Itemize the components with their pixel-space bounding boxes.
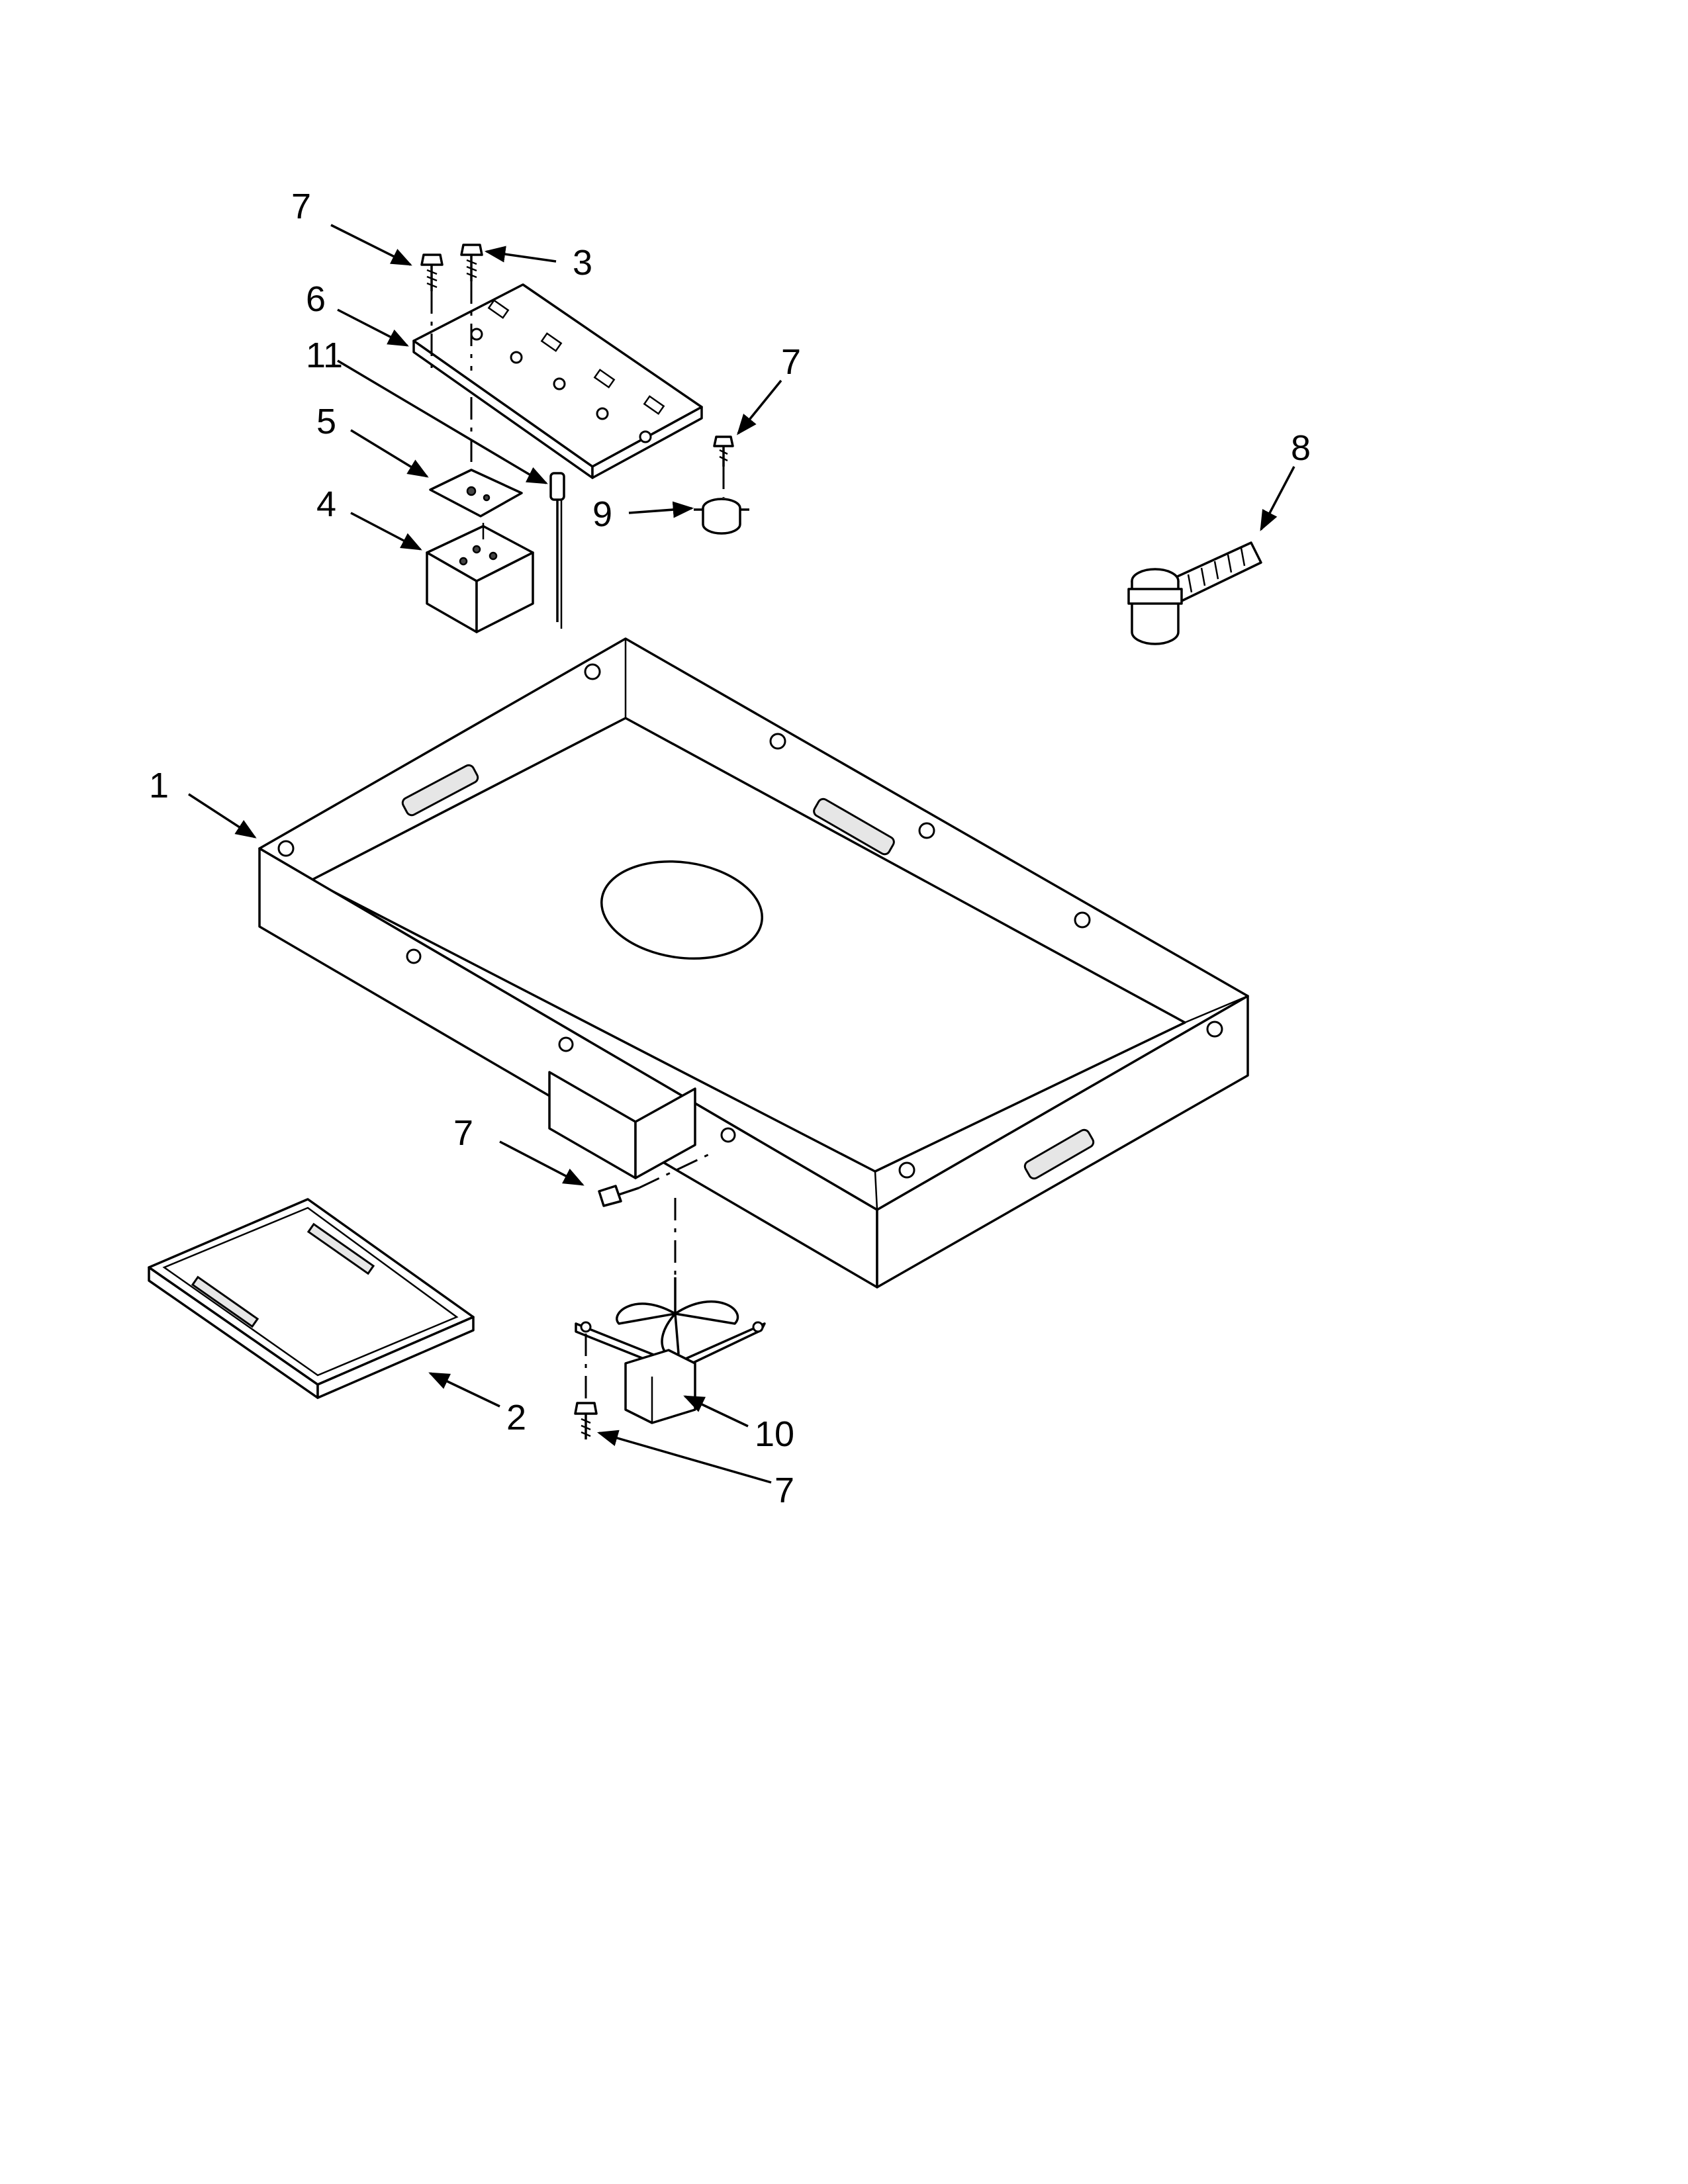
- part-5-gasket: [429, 469, 523, 518]
- part-3-screw: [460, 244, 483, 281]
- part-1-housing-tray: [258, 637, 1249, 1289]
- part-7-screw-top-left: [420, 253, 444, 291]
- part-8-elbow-connector: [1127, 541, 1262, 645]
- callout-6: 6: [306, 279, 326, 319]
- callout-7-housing: 7: [453, 1113, 473, 1153]
- callout-5: 5: [316, 402, 336, 441]
- part-10-fan-motor: [575, 1198, 766, 1424]
- part-7-screw-right: [713, 435, 734, 467]
- callout-7-right: 7: [781, 342, 801, 382]
- callout-2: 2: [506, 1398, 526, 1437]
- part-9-thermostat: [694, 498, 749, 535]
- callout-7-bottom: 7: [774, 1471, 794, 1510]
- leader-lines: [188, 224, 1295, 1484]
- part-7-screw-housing-side: [598, 1185, 639, 1207]
- callout-8: 8: [1291, 428, 1311, 468]
- callout-3: 3: [573, 243, 592, 283]
- part-7-screw-fan-bottom: [574, 1402, 598, 1439]
- part-6-control-plate: [412, 283, 703, 479]
- part-11-sensor-probe: [549, 472, 565, 629]
- callout-1: 1: [149, 766, 169, 805]
- callout-10: 10: [755, 1414, 794, 1454]
- callout-4: 4: [316, 484, 336, 524]
- part-4-switch-block: [426, 523, 534, 633]
- callout-7-top-left: 7: [291, 187, 311, 226]
- callout-9: 9: [592, 494, 612, 534]
- callout-11: 11: [306, 336, 343, 375]
- part-2-drip-tray: [148, 1198, 475, 1399]
